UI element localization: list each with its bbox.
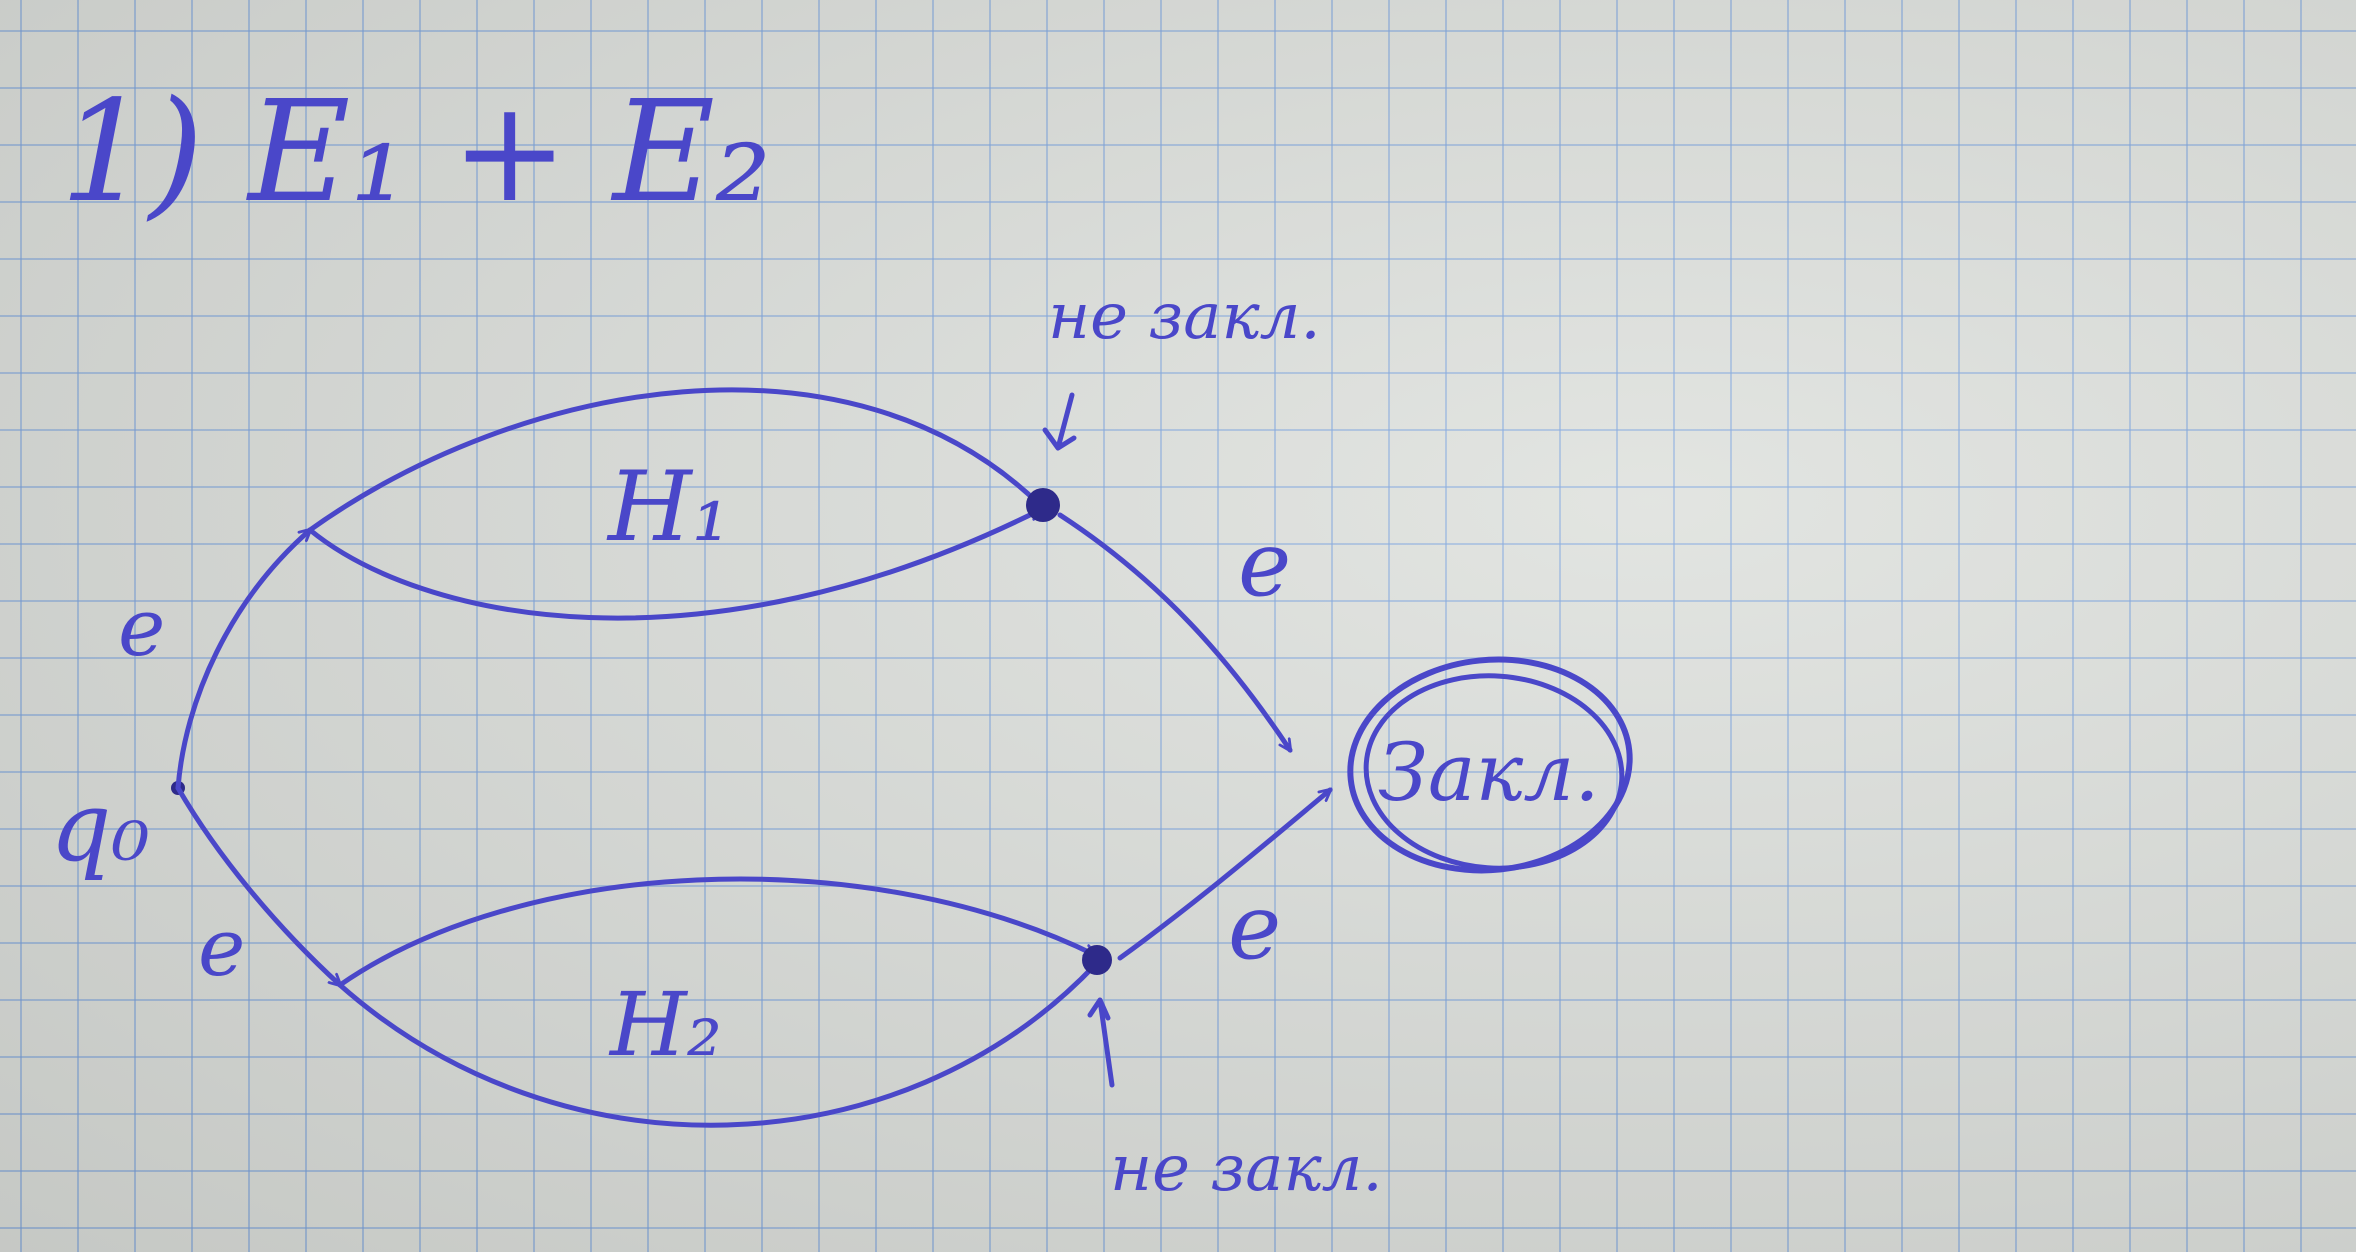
start-state-label: q₀ <box>50 771 150 883</box>
h1-annotation: не закл. <box>1048 280 1321 354</box>
final-state-label: Закл. <box>1378 726 1600 819</box>
h1-end-state <box>1026 488 1060 522</box>
page-title: 1) E₁ + E₂ <box>60 71 771 234</box>
edge-label-upper-final: e <box>1238 512 1291 617</box>
h1-label: H₁ <box>606 451 730 563</box>
h1-upper-arc <box>307 387 1043 533</box>
final-state-ring-inner <box>1363 673 1625 871</box>
h2-annotation: не закл. <box>1110 1132 1383 1206</box>
edge-label-lower-final: e <box>1228 875 1281 980</box>
edge-lower-to-final <box>1117 790 1330 961</box>
h1-annotation-arrow <box>1042 392 1077 451</box>
h2-end-state <box>1082 945 1112 975</box>
edge-label-start-lower: e <box>198 901 245 994</box>
edge-start-to-upper <box>175 530 310 791</box>
h2-annotation-arrow <box>1087 997 1115 1088</box>
h1-lower-arc <box>307 507 1040 621</box>
edge-label-start-upper: e <box>118 581 165 674</box>
h2-label: H₂ <box>608 973 722 1076</box>
edge-start-to-lower <box>175 785 340 985</box>
h2-upper-arc <box>337 876 1095 988</box>
edge-upper-to-final <box>1057 512 1290 750</box>
h2-lower-arc <box>337 962 1098 1128</box>
